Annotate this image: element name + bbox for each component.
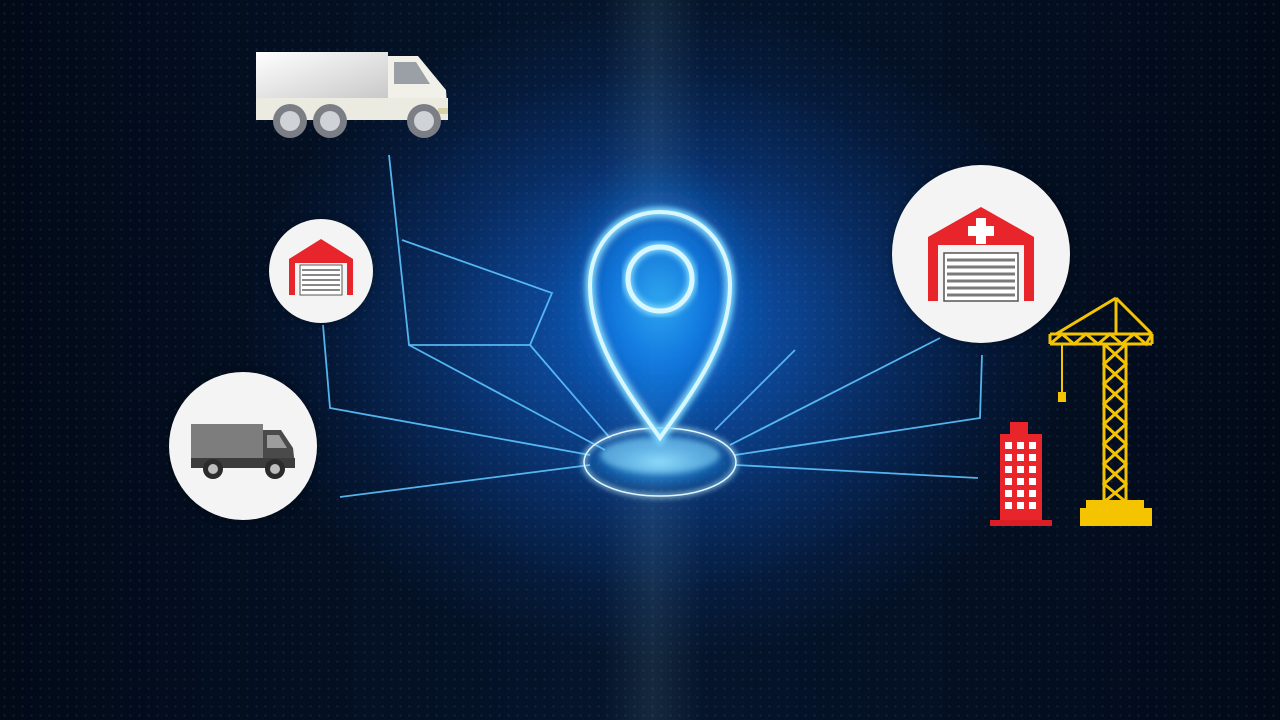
connector-van xyxy=(339,464,591,498)
connector-truck xyxy=(388,154,554,346)
delivery-van-node xyxy=(169,372,317,520)
warehouse-icon xyxy=(289,239,353,296)
truck-icon xyxy=(256,52,448,138)
plus-icon xyxy=(968,218,994,244)
connector-truck-to-pin xyxy=(408,344,606,451)
tower-crane-icon xyxy=(1048,296,1154,526)
connector-building xyxy=(734,354,983,456)
delivery-van-icon xyxy=(191,424,295,479)
medical-warehouse-icon xyxy=(928,207,1034,302)
connector-warehouse xyxy=(729,337,941,446)
connector-crane xyxy=(735,464,979,479)
connector-lines xyxy=(322,154,983,498)
connector-small-warehouse xyxy=(322,324,591,456)
warehouse-node xyxy=(892,165,1070,343)
office-building-icon xyxy=(990,422,1052,526)
location-pin-icon xyxy=(584,206,736,447)
small-warehouse-node xyxy=(269,219,373,323)
pin-base-ring xyxy=(570,426,750,498)
